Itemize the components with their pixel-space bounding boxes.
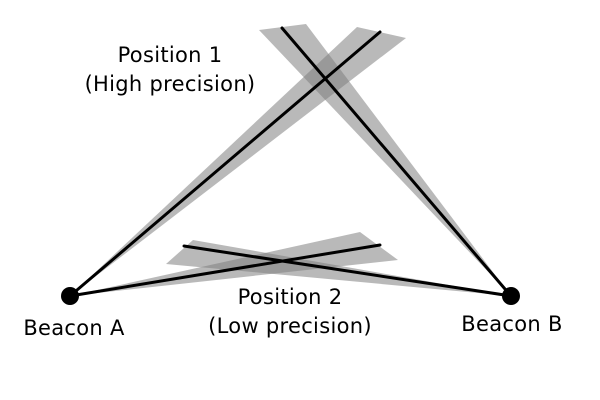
uncertainty-cones [70, 24, 511, 296]
bearing-line-beacon-a-to-position-2 [68, 243, 382, 298]
bearing-line-beacon-b-to-position-1 [280, 26, 513, 298]
bearing-line-beacon-a-to-position-1 [68, 30, 382, 298]
bearing-line-beacon-b-to-position-2 [182, 244, 513, 298]
position-1-label-line1: Position 1 [118, 43, 223, 67]
beacon-b-label: Beacon B [461, 312, 562, 336]
cone-beacon-b-to-position-1 [259, 24, 511, 296]
beacon-a-dot [61, 287, 79, 305]
position-1-label-line2: (High precision) [85, 72, 256, 96]
beacon-a-label: Beacon A [23, 316, 125, 340]
beacon-b-dot [502, 287, 520, 305]
position-2-label-line1: Position 2 [238, 285, 343, 309]
bearing-lines [68, 26, 513, 298]
position-2-label-line2: (Low precision) [208, 314, 372, 338]
